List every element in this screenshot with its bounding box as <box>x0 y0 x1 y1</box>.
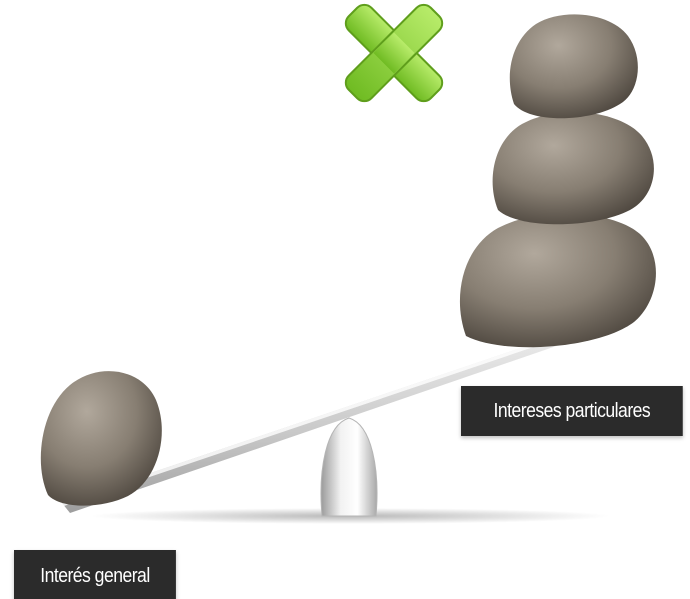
stone-bottom <box>460 214 656 348</box>
label-particular-interests: Intereses particulares <box>461 386 683 436</box>
label-general-interest: Interés general <box>14 550 176 599</box>
x-mark-icon <box>312 0 476 135</box>
stone-top <box>510 14 638 118</box>
stone-middle <box>493 112 654 224</box>
stone-stack-particular-interests <box>460 14 656 347</box>
fulcrum <box>321 418 377 516</box>
